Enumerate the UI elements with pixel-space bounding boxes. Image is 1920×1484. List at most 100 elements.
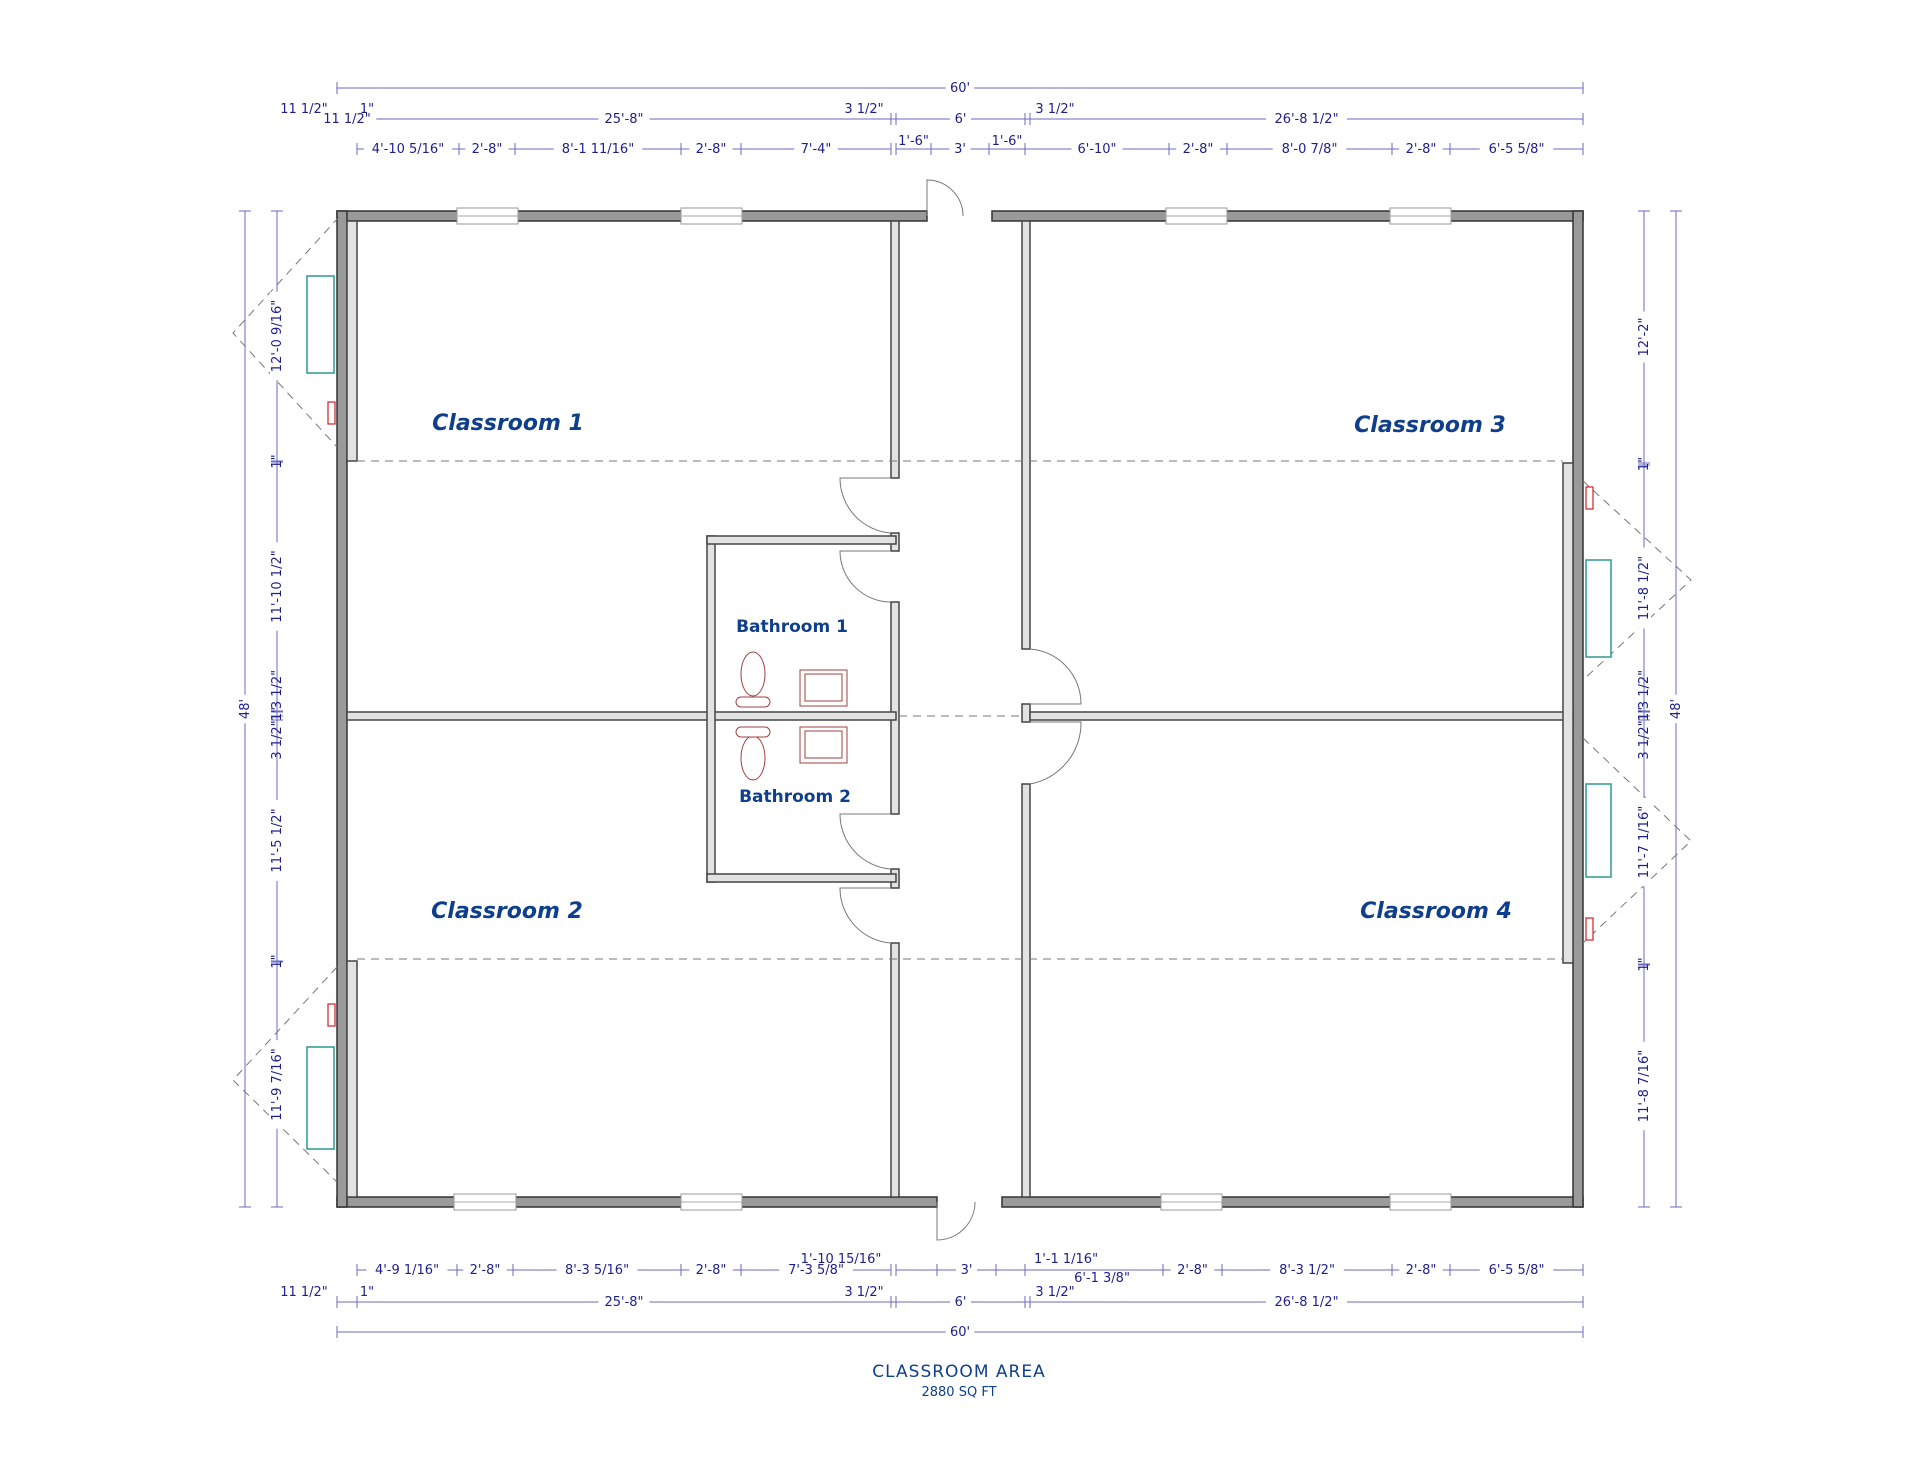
dim-left-label: 11'-5 1/2" <box>270 808 285 872</box>
dim-bottom-row3-label: 1'-10 15/16" <box>801 1252 882 1267</box>
dim-bottom-row2-label: 26'-8 1/2" <box>1274 1295 1338 1310</box>
fixtures <box>306 275 1612 1150</box>
dim-bottom-row3-right-label-bg <box>1170 1264 1215 1276</box>
interior-wall <box>890 220 900 479</box>
dim-bottom-row3-right-label-bg <box>1479 1264 1554 1276</box>
interior-wall <box>706 873 897 883</box>
dim-top-row2-label: 1" <box>360 102 374 117</box>
dim-bottom-row3-label-bg <box>689 1264 733 1276</box>
dim-top-row2-label: 6' <box>955 112 967 127</box>
dim-bottom-row3-right-label: 8'-3 1/2" <box>1279 1263 1335 1278</box>
dim-top-row3-label-bg <box>689 143 733 155</box>
dim-left-overall-label: 48' <box>238 699 253 719</box>
cabinet-icon <box>1585 783 1612 878</box>
interior-wall <box>1021 783 1031 1198</box>
dim-bottom-row3-label: 7'-3 5/8" <box>788 1263 844 1278</box>
dim-right-overall-label: 48' <box>1669 699 1684 719</box>
dim-right-label-bg <box>1637 797 1651 887</box>
dim-left-label: 11'-10 1/2" <box>270 550 285 622</box>
door-swing <box>1029 648 1082 705</box>
interior-wall <box>1021 220 1031 650</box>
dim-right-label: 1" <box>1637 707 1652 721</box>
dim-top-row3-corridor-label-bg <box>949 143 971 155</box>
walls <box>232 179 1692 1241</box>
dim-bottom-row2-label: 1" <box>360 1285 374 1300</box>
room-label-classroom-4: Classroom 4 <box>1360 899 1512 924</box>
dim-top-row3-right-label: 2'-8" <box>1183 142 1214 157</box>
interior-wall <box>346 711 897 721</box>
dim-bottom-row3-label: 4'-9 1/16" <box>375 1263 439 1278</box>
dim-bottom-row2-label-bg <box>1266 1296 1347 1308</box>
dim-top-row3-right-label-bg <box>1479 143 1554 155</box>
dim-top-row3-label: 8'-1 11/16" <box>562 142 634 157</box>
interior-wall <box>1029 711 1574 721</box>
sink-basin <box>804 673 843 702</box>
dim-right-label: 11'-8 1/2" <box>1637 556 1652 620</box>
room-label-classroom-1: Classroom 1 <box>432 411 584 436</box>
dim-left-label: 1" <box>270 454 285 468</box>
door-swing <box>936 1201 976 1241</box>
dim-right-overall-label-bg <box>1669 694 1683 724</box>
dim-top-row3-right-label-bg <box>1176 143 1220 155</box>
exterior-wall <box>336 210 348 1208</box>
dim-top-row3-right-label: 8'-0 7/8" <box>1282 142 1338 157</box>
dim-right-label: 1" <box>1637 957 1652 971</box>
dim-top-row2-label: 25'-8" <box>604 112 643 127</box>
dim-bottom-row3-label-bg <box>779 1264 853 1276</box>
dim-top-row2-label: 3 1/2" <box>1035 102 1074 117</box>
outlet-icon <box>327 1003 336 1027</box>
dim-bottom-row2-label-bg <box>950 1296 971 1308</box>
door-swing <box>839 813 892 870</box>
dim-top-row3-label: 2'-8" <box>472 142 503 157</box>
dim-top-row2-label-bg <box>950 113 971 125</box>
dim-top-row3-label-bg <box>794 143 838 155</box>
dim-right-label-bg <box>1637 1041 1651 1131</box>
dim-bottom-row2-label-bg <box>598 1296 650 1308</box>
door-swing <box>839 477 892 534</box>
interior-wall <box>1562 462 1574 964</box>
dim-bottom-row3-right-label-bg <box>1399 1264 1443 1276</box>
dim-top-row3-label: 7'-4" <box>801 142 832 157</box>
dim-bottom-row3-label: 8'-3 5/16" <box>565 1263 629 1278</box>
dim-bottom-row3-label-bg <box>463 1264 507 1276</box>
dim-bottom-row2-label: 11 1/2" <box>280 1285 328 1300</box>
dim-top-row2-label-bg <box>317 113 377 125</box>
sink-icon <box>799 669 848 707</box>
dim-top-row3-right-label-bg <box>1272 143 1347 155</box>
dim-left-label: 3 1/2" <box>270 720 285 759</box>
dim-bottom-row2-label: 3 1/2" <box>844 1285 883 1300</box>
dim-top-row3-label: 2'-8" <box>696 142 727 157</box>
cabinet-icon <box>306 275 335 374</box>
sink-basin <box>804 730 843 759</box>
dim-top-overall-label: 60' <box>950 81 970 96</box>
room-label-bathroom-1: Bathroom 1 <box>736 617 848 637</box>
cabinet-icon <box>1585 559 1612 658</box>
dim-left-label: 1" <box>270 707 285 721</box>
door-swing <box>926 179 964 217</box>
dim-top-row3-right-label: 6'-10" <box>1077 142 1116 157</box>
sink-icon <box>799 726 848 764</box>
dim-top-row3-label-bg <box>363 143 453 155</box>
dim-right-label: 11'-8 7/16" <box>1637 1050 1652 1122</box>
dashed-boundary <box>1582 737 1692 944</box>
dim-left-label: 12'-0 9/16" <box>270 300 285 372</box>
dim-bottom-row3-corridor-label-bg <box>956 1264 977 1276</box>
dim-left-label: 3 1/2" <box>270 670 285 709</box>
dim-right-label: 1" <box>1637 457 1652 471</box>
interior-wall <box>346 960 358 1198</box>
dim-left-label-bg <box>270 291 284 381</box>
dim-right-label: 11'-7 1/16" <box>1637 806 1652 878</box>
dim-top-row3-right-label-bg <box>1399 143 1443 155</box>
dim-top-row3-label: 4'-10 5/16" <box>372 142 444 157</box>
dim-top-row3-corridor-label: 1'-6" <box>898 134 929 149</box>
door-swing <box>839 550 892 603</box>
exterior-wall <box>336 210 928 222</box>
dim-right-label: 3 1/2" <box>1637 670 1652 709</box>
interior-wall <box>706 535 716 883</box>
dim-bottom-row2-label: 25'-8" <box>604 1295 643 1310</box>
outlet-icon <box>1585 486 1594 510</box>
dim-top-row2-label: 3 1/2" <box>844 102 883 117</box>
exterior-wall <box>1572 210 1584 1208</box>
exterior-wall <box>1001 1196 1584 1208</box>
